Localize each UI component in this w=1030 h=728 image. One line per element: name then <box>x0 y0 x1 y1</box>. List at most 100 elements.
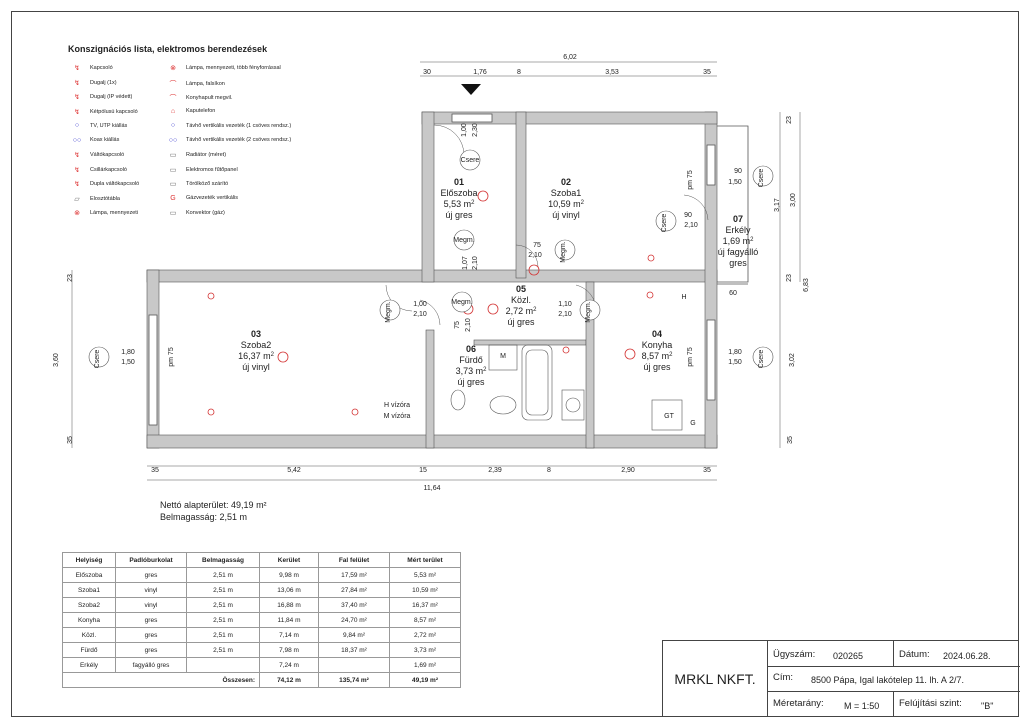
dimension-text: 3,02 <box>789 353 796 367</box>
replace-tag-circle <box>752 346 774 368</box>
table-cell: 2,51 m <box>186 612 260 628</box>
legend-label: Távhő vertikális vezeték (1 csöves rends… <box>186 122 292 129</box>
legend-right-item: ▭Törölköző szárító <box>166 180 229 188</box>
header-perimeter: Kerület <box>259 552 319 568</box>
legend-label: TV, UTP kiállás <box>90 122 128 129</box>
dimension-text: 8 <box>517 69 521 76</box>
legend-label: Törölköző szárító <box>186 181 229 187</box>
room-name: Szoba1 <box>551 188 582 198</box>
dimension-text: Megm. <box>585 301 592 322</box>
dimension-text: 6,02 <box>563 54 577 61</box>
dimension-text: 2,90 <box>621 467 635 474</box>
changeover-switch-icon: ↯ <box>74 152 80 159</box>
legend-left-item: ↯Dugalj (IP védett) <box>70 93 132 101</box>
total-wall: 135,74 m² <box>318 672 390 688</box>
room-number: 06 <box>466 344 476 354</box>
table-cell: gres <box>115 567 187 583</box>
legend-left-item: ↯Kapcsoló <box>70 64 113 72</box>
dimension-text: 2,10 <box>472 256 479 270</box>
room-number: 04 <box>652 329 662 339</box>
table-cell: fagyálló gres <box>115 657 187 673</box>
balcony-outline <box>717 125 749 285</box>
legend-left-item: ○○Koax kiállás <box>70 136 120 144</box>
room-area: 5,53 m2 <box>444 199 476 209</box>
dimension-text: 1,10 <box>558 301 572 308</box>
dimension-text: G <box>690 420 695 427</box>
title-block: MRKL NKFT. Ügyszám: 020265 Dátum: 2024.0… <box>662 640 1020 717</box>
drawing-frame <box>11 11 1019 717</box>
dimension-text: H <box>681 294 686 301</box>
total-label: Összesen: <box>62 672 260 688</box>
dimension-text: 23 <box>786 116 793 124</box>
dimension-text: 60 <box>729 290 737 297</box>
room-floor-line2: gres <box>729 258 747 268</box>
room-name: Szoba2 <box>241 340 272 350</box>
keep-tag-circle <box>451 291 473 313</box>
dimension-text: 8 <box>547 467 551 474</box>
two-pole-switch-icon: ↯ <box>74 108 80 116</box>
table-cell: 9,84 m² <box>318 627 390 643</box>
dimension-text: 23 <box>786 274 793 282</box>
room-area: 2,72 m2 <box>506 306 538 316</box>
room-floor: új gres <box>445 210 473 220</box>
dimension-text: 1,50 <box>728 179 742 186</box>
level-value: "B" <box>981 701 994 711</box>
legend-right-item: ⊗Lámpa, mennyezeti, több fényforrással <box>166 64 281 72</box>
table-cell: vinyl <box>115 582 187 598</box>
legend-right-item: ▭Radiátor (méret) <box>166 151 226 159</box>
legend-label: Konyhapult megvil. <box>186 95 233 101</box>
company-name: MRKL NKFT. <box>663 641 768 717</box>
table-cell: Konyha <box>62 612 116 628</box>
coax-icon: ○○ <box>72 136 82 144</box>
table-header-row: Helyiség Padlóburkolat Belmagasság Kerül… <box>62 552 461 568</box>
table-cell: 5,53 m² <box>389 567 461 583</box>
replace-tag-circle <box>752 165 774 187</box>
table-cell: 16,37 m² <box>389 597 461 613</box>
room-floor: új gres <box>457 377 485 387</box>
table-cell: 3,73 m² <box>389 642 461 658</box>
keep-tag-circle <box>554 239 576 261</box>
table-cell: 17,59 m² <box>318 567 390 583</box>
dimension-text: 3,60 <box>53 353 60 367</box>
dimension-text: 1,50 <box>728 359 742 366</box>
ip-socket-icon: ↯ <box>74 94 80 101</box>
dimension-text: 1,80 <box>121 349 135 356</box>
room-number: 03 <box>251 329 261 339</box>
room-number: 02 <box>561 177 571 187</box>
table-cell: gres <box>115 612 187 628</box>
intercom-icon: ⌂ <box>170 107 176 115</box>
table-cell: 11,84 m <box>259 612 319 628</box>
table-cell: gres <box>115 627 187 643</box>
dimension-text: Megm. <box>560 241 567 262</box>
table-cell <box>318 657 390 673</box>
dimension-text: 2,39 <box>488 467 502 474</box>
room-name: Konyha <box>642 340 673 350</box>
legend-left-item: ↯Váltókapcsoló <box>70 151 124 159</box>
socket-icon: ↯ <box>74 79 80 87</box>
dimension-text: Csere <box>94 350 101 369</box>
address-value: 8500 Pápa, Igal lakótelep 11. lh. A 2/7. <box>811 675 964 685</box>
case-label: Ügyszám: <box>773 649 816 660</box>
legend-label: Elosztótábla <box>90 195 120 202</box>
table-cell: 24,70 m² <box>318 612 390 628</box>
dimension-text: 2,10 <box>684 222 698 229</box>
legend-label: Gázvezeték vertikális <box>186 195 238 201</box>
header-wall: Fal felület <box>318 552 390 568</box>
legend-label: Kapcsoló <box>90 65 113 71</box>
table-cell: 9,98 m <box>259 567 319 583</box>
dimension-text: 3,00 <box>790 193 797 207</box>
dimension-text: 1,00 <box>461 123 468 137</box>
table-cell: 2,51 m <box>186 582 260 598</box>
dimension-text: Csere <box>461 157 480 164</box>
table-cell <box>186 657 260 673</box>
room-name: Előszoba <box>440 188 477 198</box>
header-room: Helyiség <box>62 552 116 568</box>
walls <box>146 111 718 449</box>
